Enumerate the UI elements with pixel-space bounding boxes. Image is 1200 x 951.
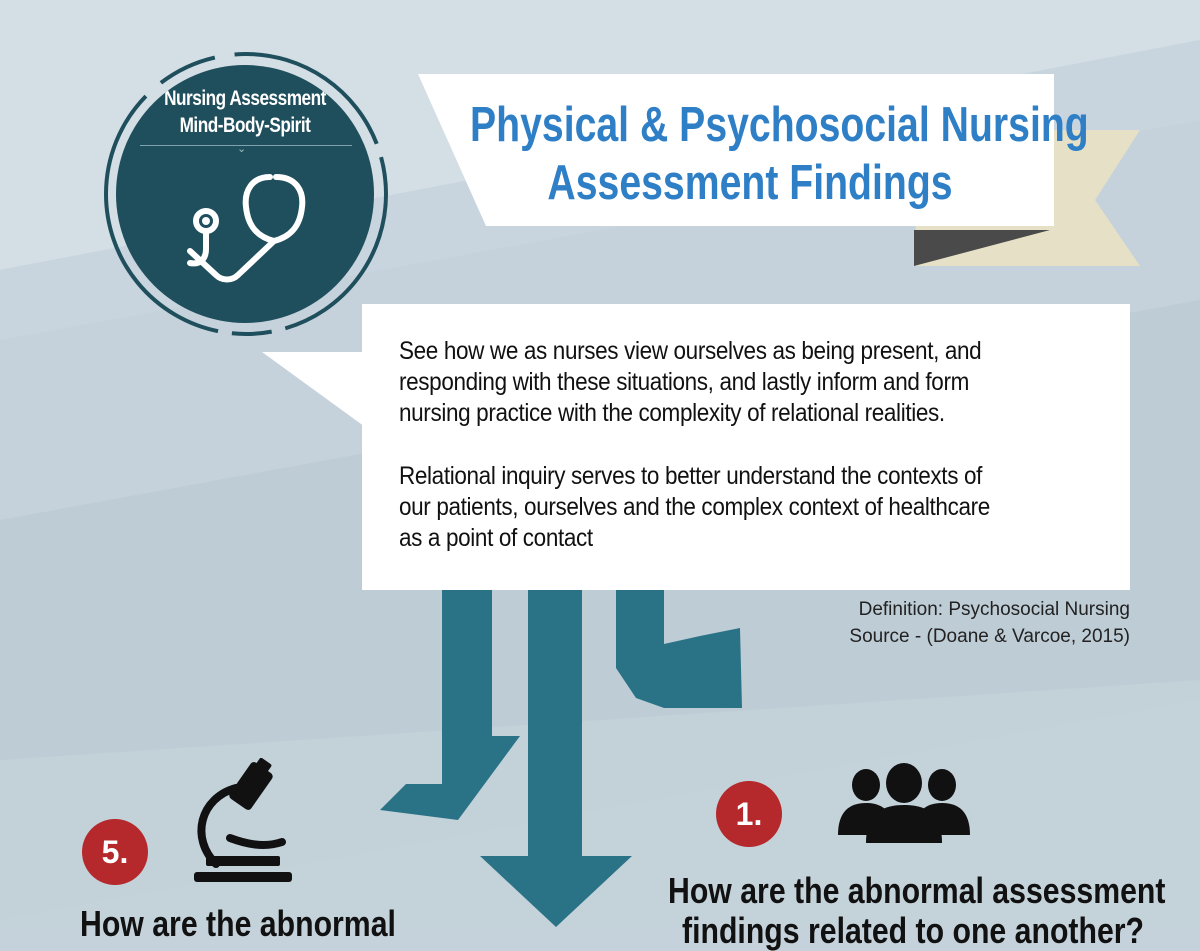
title: Physical & Psychosocial Nursing Assessme…: [470, 96, 1089, 220]
badge-ring: [104, 52, 388, 336]
intro-p2-line: our patients, ourselves and the complex …: [399, 493, 990, 521]
question-1-line1: How are the abnormal assessment: [668, 870, 1166, 911]
title-line2: Assessment Findings: [547, 156, 953, 210]
speech-tail: [262, 352, 372, 432]
intro-paragraph-1: See how we as nurses view ourselves as b…: [399, 336, 1047, 429]
nursing-assessment-badge: Nursing Assessment Mind-Body-Spirit ⌄: [116, 65, 374, 323]
badge-title-line1: Nursing Assessment: [164, 87, 326, 110]
intro-speech-box: See how we as nurses view ourselves as b…: [362, 304, 1130, 590]
chevron-down-icon: ⌄: [237, 143, 247, 155]
intro-p1-line: responding with these situations, and la…: [399, 368, 969, 396]
intro-p1-line: nursing practice with the complexity of …: [399, 399, 945, 427]
intro-p1-line: See how we as nurses view ourselves as b…: [399, 337, 982, 365]
question-1-line2: findings related to one another?: [682, 910, 1145, 951]
number-badge-5: 5.: [82, 819, 148, 885]
microscope-icon: [194, 758, 292, 882]
badge-title-line2: Mind-Body-Spirit: [179, 114, 311, 137]
number-badge-1: 1.: [716, 781, 782, 847]
intro-p2-line: as a point of contact: [399, 524, 593, 552]
flow-arrows: [380, 588, 742, 927]
definition-line: Definition: Psychosocial Nursing: [858, 599, 1130, 620]
intro-paragraph-2: Relational inquiry serves to better unde…: [399, 461, 1047, 554]
definition-source: Definition: Psychosocial Nursing Source …: [790, 596, 1130, 650]
badge-divider: [140, 145, 352, 146]
title-line1: Physical & Psychosocial Nursing: [470, 98, 1089, 152]
people-group-icon: [838, 763, 970, 843]
intro-p2-line: Relational inquiry serves to better unde…: [399, 462, 983, 490]
title-banner: [418, 74, 1054, 226]
source-line: Source - (Doane & Varcoe, 2015): [849, 626, 1130, 647]
question-5: How are the abnormal: [80, 903, 396, 944]
stethoscope-icon: [187, 174, 306, 283]
